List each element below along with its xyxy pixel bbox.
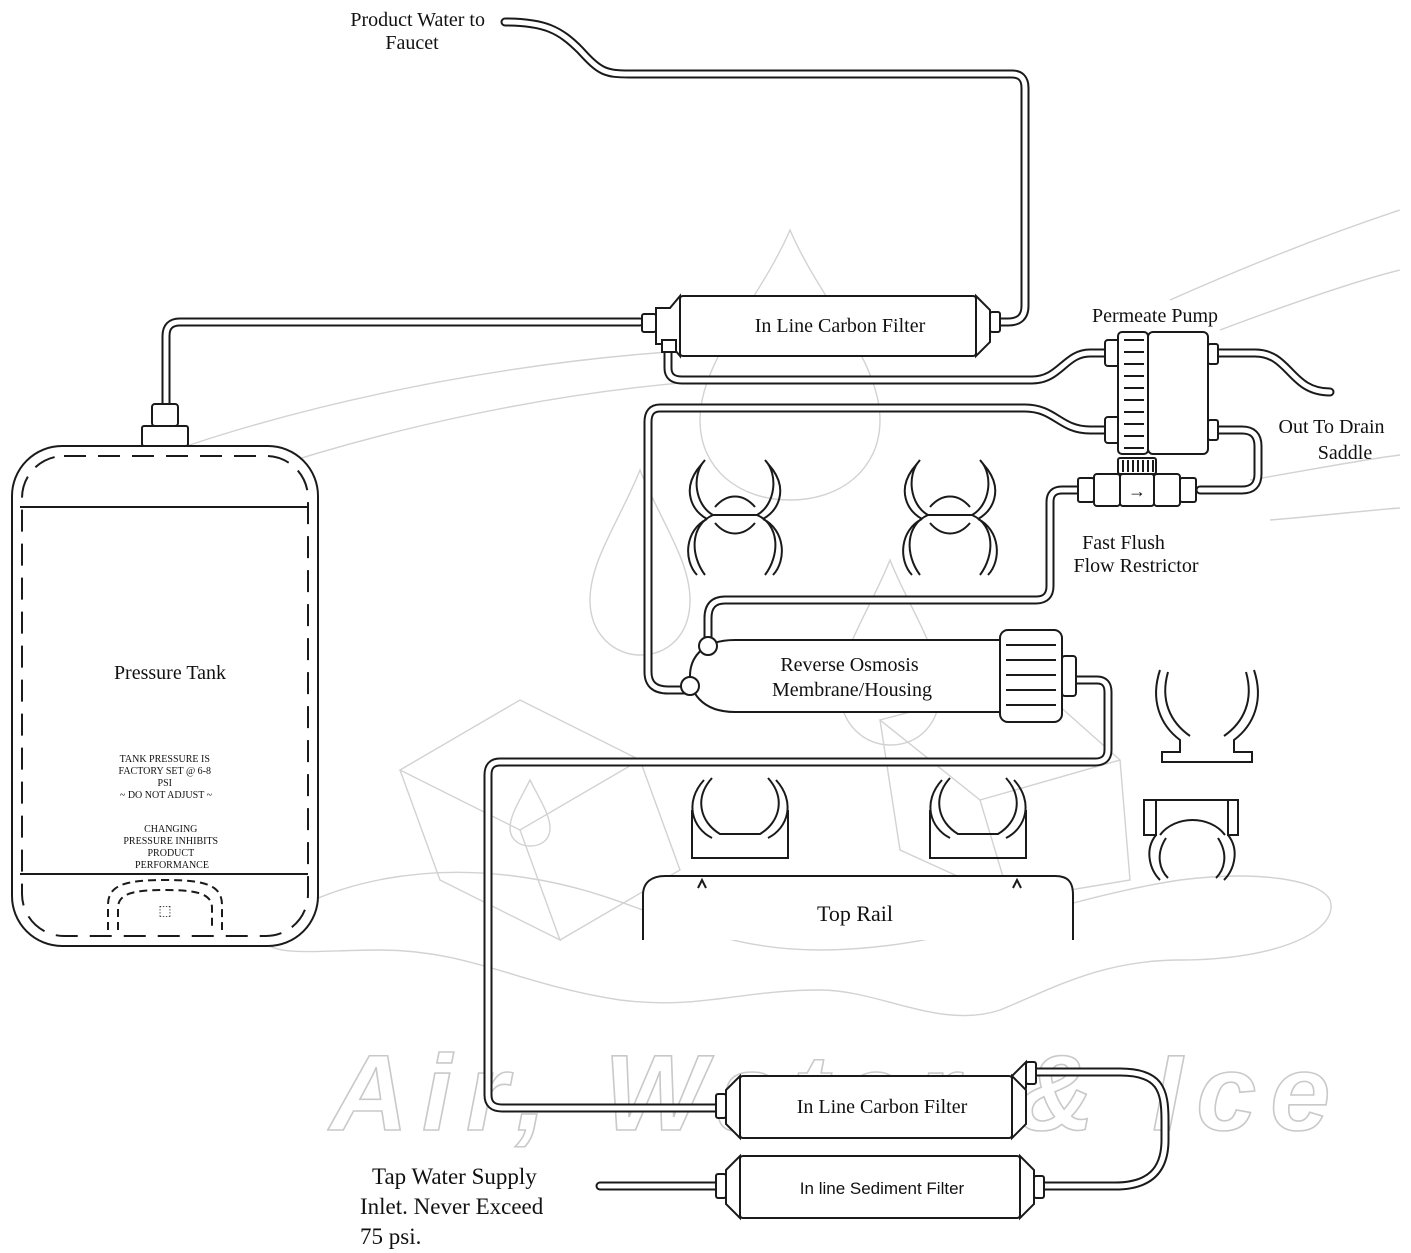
product-water-line-2: Faucet — [385, 32, 439, 54]
flow-direction-arrow-icon: → — [1128, 481, 1146, 501]
rail-clips: Top Rail — [642, 777, 1074, 940]
clip-side-top — [1155, 669, 1259, 763]
tank-changing-line-1: CHANGING — [144, 824, 197, 835]
ro-membrane-line-1: Reverse Osmosis — [780, 654, 919, 676]
tank-warning-line-1: TANK PRESSURE IS — [120, 754, 210, 765]
tank-changing-line-3: PRODUCT — [148, 848, 195, 859]
fast-flush-line-2: Flow Restrictor — [1074, 555, 1199, 577]
side-clips — [1143, 669, 1259, 881]
product-water-label: Product Water to Faucet — [350, 9, 490, 54]
permeate-pump: Permeate Pump — [1092, 305, 1219, 455]
tank-warning-line-2: FACTORY SET @ 6-8 — [119, 766, 211, 777]
rail-clip-right — [929, 777, 1027, 859]
filter-endcap-icon — [975, 293, 991, 359]
ro-membrane-label: Reverse Osmosis Membrane/Housing — [772, 654, 932, 701]
elbow-fitting-icon — [661, 339, 677, 353]
sediment-filter-label: In line Sediment Filter — [800, 1179, 965, 1198]
pressure-tank-label: Pressure Tank — [114, 662, 226, 684]
filter-endcap-icon — [725, 1153, 741, 1221]
clip-right — [902, 459, 998, 576]
pressure-tank: ⬚ Pressure Tank TANK PRESSURE IS FACTORY… — [11, 403, 319, 947]
carbon-filter-top-label: In Line Carbon Filter — [755, 315, 926, 337]
top-rail: Top Rail — [642, 875, 1074, 940]
tank-warning-line-4: ~ DO NOT ADJUST ~ — [120, 790, 213, 801]
membrane-port-icon — [680, 676, 700, 696]
tank-warning-line-3: PSI — [158, 778, 172, 789]
tank-changing-line-4: PERFORMANCE — [135, 860, 209, 871]
tap-water-line-2: Inlet. Never Exceed — [360, 1194, 544, 1219]
fitting-icon — [641, 313, 657, 333]
carbon-filter-bottom-label: In Line Carbon Filter — [797, 1096, 968, 1118]
tank-warning-text: TANK PRESSURE IS FACTORY SET @ 6-8 PSI ~… — [119, 754, 214, 801]
carbon-filter-top: In Line Carbon Filter — [641, 293, 1001, 359]
clip-side-bottom — [1143, 799, 1239, 881]
clip-left — [687, 459, 783, 576]
tap-water-line-1: Tap Water Supply — [372, 1164, 537, 1189]
flow-restrictor: → — [1077, 457, 1197, 507]
membrane-clips-upper — [687, 459, 998, 576]
rail-clip-left — [691, 777, 789, 859]
carbon-filter-bottom: In Line Carbon Filter — [715, 1059, 1037, 1141]
tank-valve-icon — [151, 403, 179, 427]
tap-water-line-3: 75 psi. — [360, 1224, 421, 1249]
tank-drain-icon: ⬚ — [158, 904, 171, 919]
sediment-filter: In line Sediment Filter — [715, 1153, 1045, 1221]
out-to-drain-line-1: Out To Drain — [1279, 416, 1385, 438]
tank-changing-line-2: PRESSURE INHIBITS — [123, 836, 218, 847]
membrane-port-icon — [698, 636, 718, 656]
fast-flush-label: Fast Flush Flow Restrictor — [1074, 532, 1199, 577]
filter-endcap-icon — [1019, 1153, 1035, 1221]
out-to-drain-line-2: Saddle — [1318, 442, 1373, 464]
callout-labels: Product Water to Faucet Out To Drain Sad… — [350, 9, 1390, 577]
fast-flush-line-1: Fast Flush — [1082, 532, 1165, 554]
tank-changing-text: CHANGING PRESSURE INHIBITS PRODUCT PERFO… — [123, 824, 220, 871]
ro-membrane-housing: Reverse Osmosis Membrane/Housing — [680, 629, 1077, 723]
permeate-pump-label: Permeate Pump — [1092, 305, 1218, 327]
out-to-drain-label: Out To Drain Saddle — [1279, 416, 1390, 464]
tubing — [161, 17, 1335, 1191]
tap-water-label: Tap Water Supply Inlet. Never Exceed 75 … — [360, 1164, 549, 1249]
top-rail-label: Top Rail — [817, 901, 893, 926]
ro-membrane-line-2: Membrane/Housing — [772, 679, 932, 701]
product-water-line-1: Product Water to — [350, 9, 485, 31]
